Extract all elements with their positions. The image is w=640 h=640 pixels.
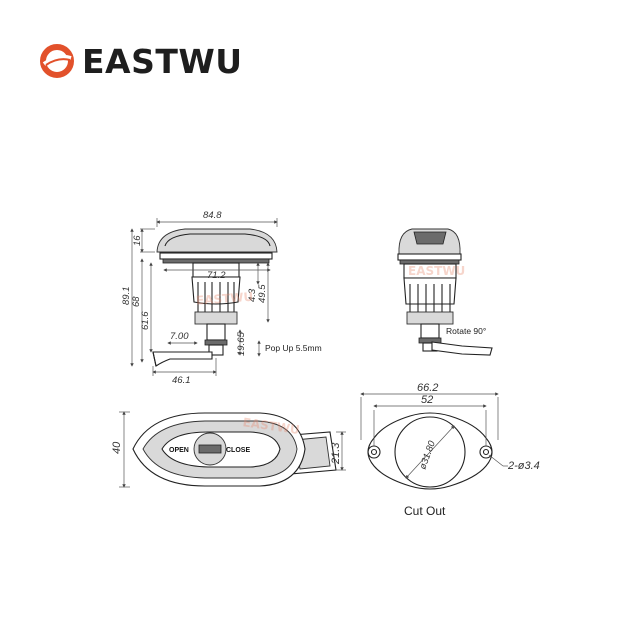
top-view: OPEN CLOSE 40 21.3 EASTWU: [111, 411, 346, 488]
pop-up-note: Pop Up 5.5mm: [265, 343, 322, 353]
side-view: Rotate 90° EASTWU: [397, 228, 493, 356]
dim-21-3: 21.3: [330, 442, 342, 465]
dim-66-2: 66.2: [417, 382, 438, 394]
dim-84-8: 84.8: [203, 210, 222, 221]
dim-46-1: 46.1: [172, 375, 191, 386]
dim-19-65: 19.65: [236, 332, 247, 356]
dial-open-label: OPEN: [169, 447, 189, 454]
dim-49-5: 49.5: [257, 284, 268, 303]
dim-7-00: 7.00: [170, 331, 189, 342]
dim-61-6: 61.6: [140, 311, 151, 330]
dim-16: 16: [132, 235, 143, 246]
dim-4-3: 4.3: [247, 288, 258, 302]
brand-logo: EASTWU: [40, 38, 243, 84]
dim-68: 68: [131, 296, 142, 307]
dim-89-1: 89.1: [121, 287, 132, 306]
dim-71-2: 71.2: [207, 270, 226, 281]
dial-close-label: CLOSE: [226, 447, 250, 454]
front-view: 84.8 71.2 16 89.1 68 61.6 4.3 49.5 7.00 …: [121, 210, 322, 386]
dim-52: 52: [421, 394, 433, 406]
rotate-note: Rotate 90°: [446, 326, 486, 336]
eastwu-logo-icon: [40, 44, 74, 78]
dim-40: 40: [111, 441, 123, 454]
watermark-front: EASTWU: [196, 290, 254, 308]
dim-holes-note: 2-ø3.4: [507, 460, 540, 472]
brand-name: EASTWU: [82, 41, 243, 81]
cutout-view: ø31.80 66.2 52 2-ø3.4 Cut Out: [360, 382, 540, 518]
watermark-side: EASTWU: [408, 264, 465, 278]
cutout-caption: Cut Out: [404, 504, 446, 518]
